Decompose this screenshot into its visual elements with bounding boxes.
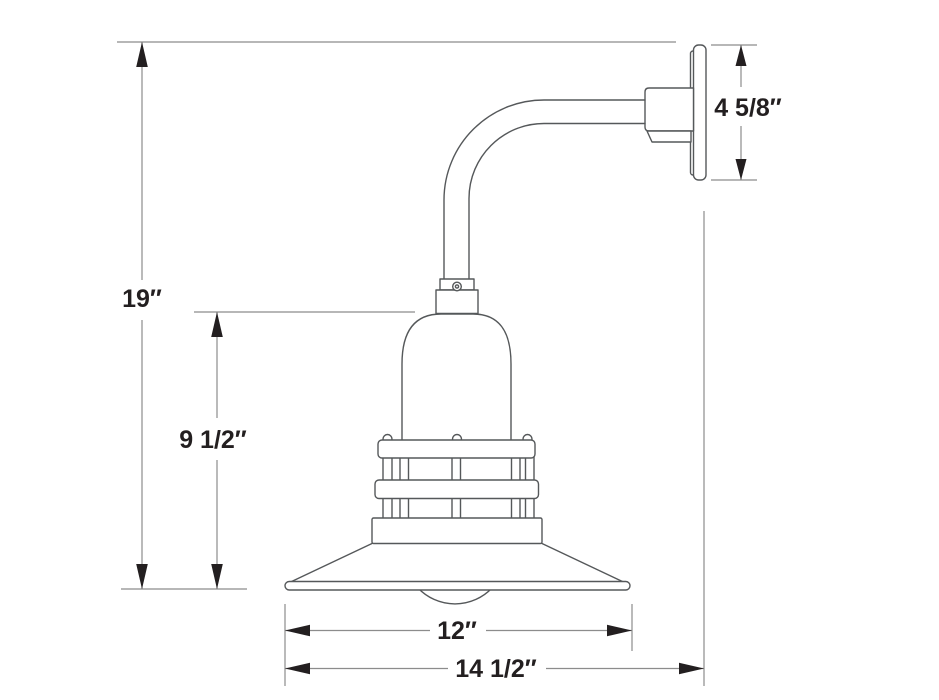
dim-overall-height: 19″ — [117, 41, 676, 590]
arrow-down-icon — [136, 564, 148, 589]
dim-fixture-height: 9 1/2″ — [179, 311, 415, 589]
swivel-screw-center — [454, 284, 460, 289]
dim-label-overall-depth: 14 1/2″ — [455, 655, 537, 683]
dim-label-fixture-height: 9 1/2″ — [179, 426, 247, 454]
guard-band-middle — [374, 479, 540, 500]
arrow-up-icon — [136, 42, 148, 67]
shade-rim — [284, 580, 631, 591]
dim-label-shade-diameter: 12″ — [437, 617, 477, 645]
mount-box-skirt — [646, 130, 692, 143]
gooseneck-arm-outer — [443, 99, 646, 280]
guard-band-top — [377, 439, 536, 459]
shade-cone-left-edge — [288, 542, 373, 584]
dim-backplate-height: 4 5/8″ — [711, 44, 782, 181]
dim-label-overall-height: 19″ — [122, 285, 162, 313]
wall-plate — [692, 44, 707, 181]
bulb — [417, 587, 493, 605]
dim-shade-diameter: 12″ — [285, 604, 633, 651]
arrow-up-icon — [735, 45, 747, 66]
arrow-right-icon — [679, 662, 704, 675]
mount-box — [644, 87, 695, 132]
light-fixture — [284, 44, 707, 605]
dim-overall-depth: 14 1/2″ — [285, 211, 705, 686]
arrow-right-icon — [607, 624, 632, 637]
arrow-down-icon — [735, 159, 747, 180]
arrow-left-icon — [285, 662, 310, 675]
shade-neck — [371, 517, 543, 545]
gooseneck-arm-inner — [468, 122, 646, 280]
arrow-up-icon — [211, 312, 223, 337]
bell-housing — [401, 313, 512, 447]
arrow-down-icon — [211, 564, 223, 589]
swivel-box — [435, 289, 479, 315]
shade-cone-right-edge — [541, 542, 626, 584]
dim-label-backplate-height: 4 5/8″ — [714, 94, 782, 122]
dimension-annotations: 19″ 9 1/2″ 4 5/8″ — [117, 41, 782, 686]
arrow-left-icon — [285, 624, 310, 637]
